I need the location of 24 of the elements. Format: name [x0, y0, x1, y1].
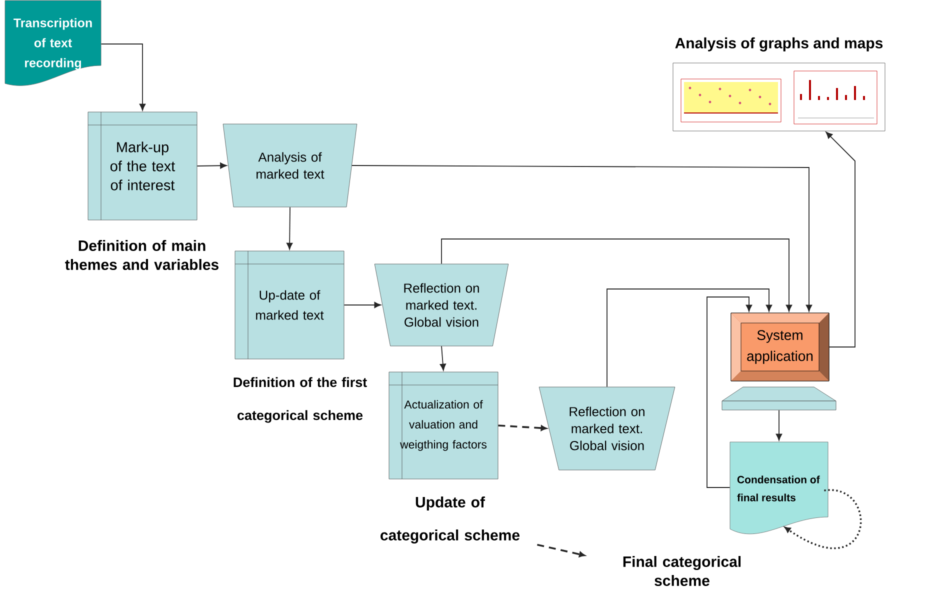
- arrow: [440, 346, 446, 371]
- process-box: Mark-up of the text of interest: [88, 112, 198, 220]
- node-label: Analysis of graphs and maps: [675, 37, 883, 52]
- arrow: [606, 288, 772, 388]
- arrow: [776, 410, 782, 441]
- arrow: [498, 424, 547, 431]
- process-box: Actualization of valuation and weigthing factors: [388, 372, 498, 480]
- arrow: [344, 302, 382, 308]
- arrow: [826, 132, 856, 348]
- arrow: [286, 206, 293, 250]
- trapezoid-shape: [722, 386, 836, 410]
- arrow: [196, 162, 227, 169]
- process-box: Up-date of marked text: [234, 250, 344, 360]
- arrow: [537, 544, 586, 558]
- text-label: Update of categorical scheme: [380, 496, 520, 544]
- bevel-box: System application: [730, 312, 830, 382]
- arrow: [784, 490, 862, 549]
- arrow: [100, 44, 146, 111]
- text-label: Definition of main themes and variables: [65, 240, 218, 270]
- text-label: Definition of the first categorical scheme: [234, 377, 367, 423]
- arrow: [746, 304, 752, 312]
- arrow: [351, 165, 812, 312]
- text-label: Final categorical scheme: [623, 556, 741, 586]
- arrow: [441, 238, 792, 312]
